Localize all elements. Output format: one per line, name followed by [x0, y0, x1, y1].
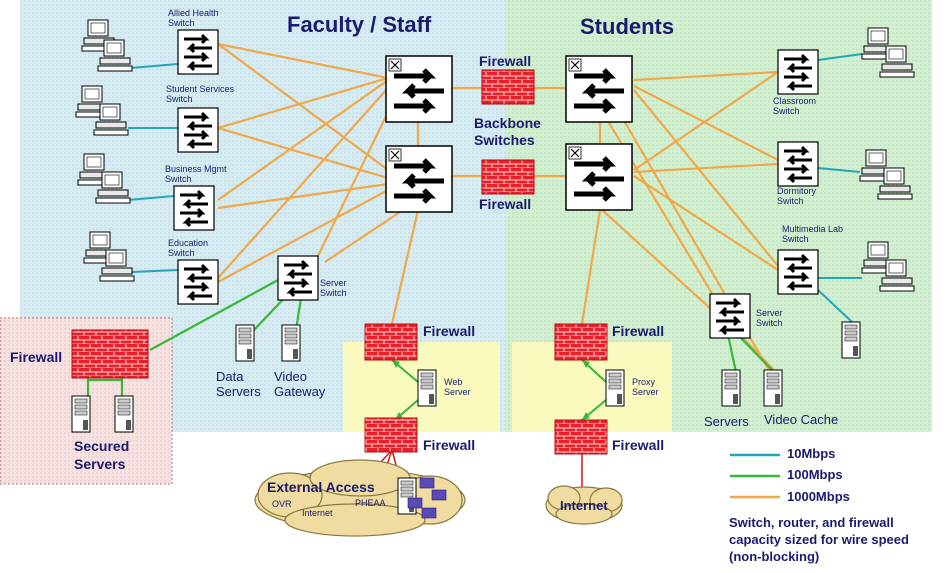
external-access-title: External Access — [267, 479, 375, 495]
business-mgmt-label: Business Mgmt Switch — [165, 164, 227, 184]
web-firewall-bottom-label: Firewall — [423, 437, 476, 453]
external-internet-label: Internet — [302, 508, 333, 518]
firewall-web-bottom — [364, 417, 418, 453]
server-icon — [841, 321, 861, 359]
allied-health-switch-icon — [176, 28, 220, 76]
firewall-backbone-top — [481, 69, 535, 105]
data-servers-label: Data Servers — [216, 369, 261, 399]
faculty-title: Faculty / Staff — [287, 12, 432, 37]
video-gateway-label: Video Gateway — [274, 369, 326, 399]
backbone-switch-1 — [386, 56, 452, 122]
dormitory-label: Dormitory Switch — [777, 186, 817, 206]
backbone-switches-label: Backbone Switches — [474, 115, 541, 148]
students-title: Students — [580, 14, 675, 39]
backbone-switch-3 — [566, 56, 632, 122]
server-icon — [114, 395, 134, 433]
firewall-proxy-top — [554, 323, 608, 361]
backbone-switch-2 — [386, 146, 452, 212]
server-icon — [71, 395, 91, 433]
legend-10-label: 10Mbps — [787, 446, 836, 461]
server-icon — [417, 369, 437, 407]
dormitory-switch-icon — [776, 140, 820, 188]
student-server-switch-icon — [708, 292, 752, 340]
secured-servers-label: Secured Servers — [74, 438, 130, 472]
server-icon — [281, 324, 301, 362]
server-icon — [763, 369, 783, 407]
firewall-web-top — [364, 323, 418, 361]
backbone-switch-4 — [566, 144, 632, 210]
multimedia-lab-label: Multimedia Lab Switch — [782, 224, 844, 244]
business-mgmt-switch-icon — [172, 184, 216, 232]
ethernet-links — [127, 53, 863, 323]
backbone-firewall-bottom-label: Firewall — [479, 196, 532, 212]
video-cache-label: Video Cache — [764, 412, 839, 427]
proxy-server-label: Proxy Server — [632, 377, 659, 397]
education-switch-icon — [176, 258, 220, 306]
secured-firewall-label: Firewall — [10, 349, 63, 365]
student-services-switch-icon — [176, 106, 220, 154]
backbone-firewall-top-label: Firewall — [479, 53, 532, 69]
multimedia-lab-switch-icon — [776, 248, 820, 296]
firewall-backbone-bottom — [481, 159, 535, 195]
firewall-proxy-bottom — [554, 419, 608, 455]
web-server-label: Web Server — [444, 377, 471, 397]
server-icon — [235, 324, 255, 362]
gigabit-links — [217, 42, 779, 373]
external-ovr-label: OVR — [272, 499, 292, 509]
proxy-firewall-top-label: Firewall — [612, 323, 665, 339]
allied-health-label: Allied Health Switch — [168, 8, 219, 28]
internet-cloud-label: Internet — [560, 498, 608, 513]
legend-note: Switch, router, and firewall capacity si… — [729, 515, 909, 564]
legend-100-label: 100Mbps — [787, 467, 843, 482]
classroom-label: Classroom Switch — [773, 96, 817, 116]
student-servers-label: Servers — [704, 414, 749, 429]
external-pheaa-label: PHEAA — [355, 498, 386, 508]
education-label: Education Switch — [168, 238, 209, 258]
faculty-server-switch-label: Server Switch — [320, 278, 347, 298]
server-icon — [721, 369, 741, 407]
server-icon — [605, 369, 625, 407]
web-firewall-top-label: Firewall — [423, 323, 476, 339]
faculty-server-switch-icon — [276, 254, 320, 302]
classroom-switch-icon — [776, 48, 820, 96]
server-icon — [397, 477, 417, 515]
proxy-firewall-bottom-label: Firewall — [612, 437, 665, 453]
internet-cloud — [545, 485, 623, 525]
firewall-secured — [71, 329, 149, 379]
external-users-icon — [407, 477, 447, 519]
student-server-switch-label: Server Switch — [756, 308, 783, 328]
student-services-label: Student Services Switch — [166, 84, 235, 104]
legend-1000-label: 1000Mbps — [787, 489, 850, 504]
